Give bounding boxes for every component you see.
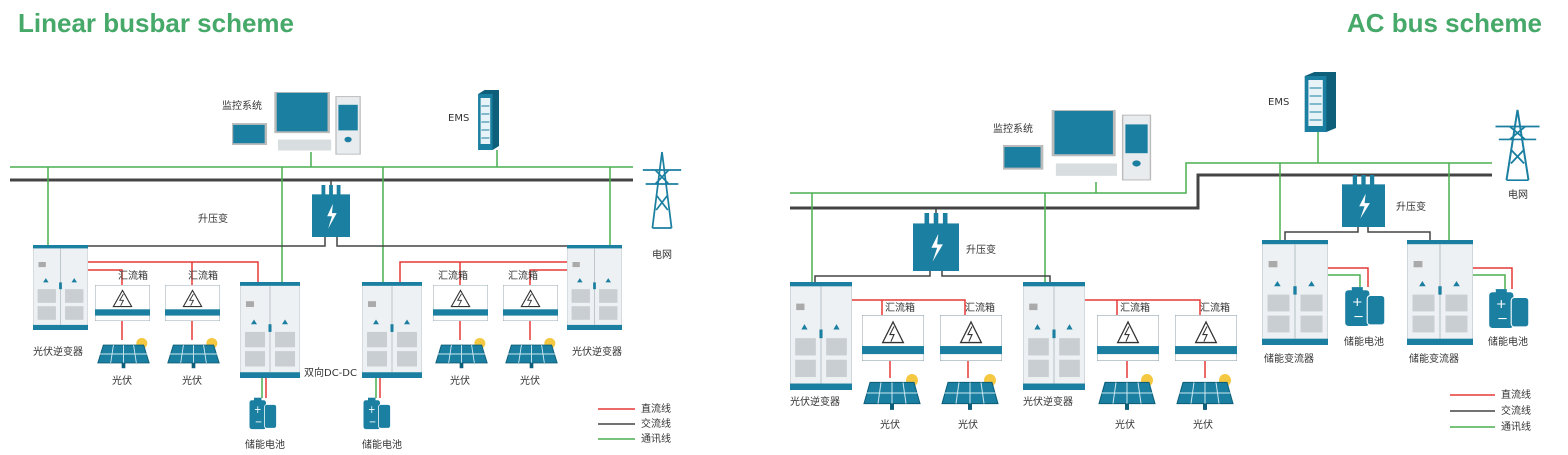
monitor-label: 监控系统	[222, 99, 262, 112]
transformer-label: 升压变	[1396, 200, 1426, 213]
transformer-icon	[312, 185, 350, 237]
combiner-box-icon	[862, 315, 924, 361]
pv-label: 光伏	[112, 374, 132, 387]
solar-panel-icon	[435, 338, 488, 369]
pcs-label: 储能变流器	[1409, 352, 1459, 365]
dc-lines	[852, 267, 1513, 378]
legend-dc: 直流线	[1501, 388, 1531, 401]
comm-bus	[790, 162, 1492, 194]
legend-ac: 交流线	[641, 417, 671, 430]
grid-label: 电网	[1508, 188, 1528, 201]
ac-bus	[790, 173, 1492, 210]
combiner-label: 汇流箱	[1200, 301, 1230, 314]
battery-comm	[1328, 274, 1506, 289]
combiner-label: 汇流箱	[438, 269, 468, 282]
pv-label: 光伏	[520, 374, 540, 387]
ems-server-icon	[477, 90, 499, 150]
monitoring-system-icon	[1003, 110, 1152, 182]
legend-comm: 通讯线	[1501, 420, 1531, 433]
pcs-icon	[1262, 240, 1328, 345]
grid-pylon-icon	[1494, 108, 1541, 182]
grid-label: 电网	[652, 248, 672, 261]
ac-bus-diagram: 监控系统 EMS 电网 升压变 升压变 光伏逆变器 光伏逆变器 汇流箱 汇流箱 …	[790, 72, 1541, 433]
battery-comm	[261, 378, 377, 398]
pv-label: 光伏	[182, 374, 202, 387]
combiner-label: 汇流箱	[188, 269, 218, 282]
transformer-icon	[913, 213, 959, 271]
ems-label: EMS	[1268, 97, 1289, 108]
combiner-box-icon	[503, 285, 558, 321]
linear-busbar-title: Linear busbar scheme	[18, 8, 294, 38]
dcdc-converter-icon	[362, 282, 422, 378]
ems-label: EMS	[448, 113, 469, 124]
transformer-label: 升压变	[198, 212, 228, 225]
solar-panel-icon	[505, 338, 558, 369]
solar-panel-icon	[167, 338, 220, 369]
pv-label: 光伏	[880, 418, 900, 431]
pv-label: 光伏	[450, 374, 470, 387]
solar-panel-icon	[863, 374, 921, 411]
battery-label: 储能电池	[362, 438, 402, 451]
battery-label: 储能电池	[1488, 335, 1528, 348]
legend: 直流线 交流线 通讯线	[598, 402, 671, 445]
battery-icon	[1344, 286, 1386, 327]
legend-dc: 直流线	[641, 402, 671, 415]
combiner-label: 汇流箱	[118, 269, 148, 282]
solar-panel-icon	[97, 338, 150, 369]
combiner-label: 汇流箱	[508, 269, 538, 282]
battery-label: 储能电池	[245, 438, 285, 451]
ac-feeders	[814, 175, 1431, 282]
battery-label: 储能电池	[1344, 335, 1384, 348]
solar-panel-icon	[1176, 374, 1234, 411]
pv-label: 光伏	[1193, 418, 1213, 431]
combiner-box-icon	[95, 285, 150, 321]
combiner-box-icon	[1175, 315, 1237, 361]
legend-comm: 通讯线	[641, 432, 671, 445]
transformer-label: 升压变	[966, 243, 996, 256]
combiner-box-icon	[433, 285, 488, 321]
legend: 直流线 交流线 通讯线	[1450, 388, 1531, 433]
grid-pylon-icon	[641, 151, 683, 229]
linear-busbar-diagram: 监控系统 EMS 电网 升压变 光伏逆变器 光伏逆变器 汇流箱 汇流箱 汇流箱 …	[10, 90, 683, 451]
battery-icon	[363, 397, 391, 430]
combiner-label: 汇流箱	[965, 301, 995, 314]
battery-icon	[1488, 288, 1530, 329]
pv-label: 光伏	[958, 418, 978, 431]
combiner-box-icon	[940, 315, 1002, 361]
pv-inverter-label: 光伏逆变器	[33, 345, 83, 358]
combiner-label: 汇流箱	[885, 301, 915, 314]
dc-lines	[88, 261, 567, 398]
comm-drops	[47, 150, 611, 282]
pv-inverter-label: 光伏逆变器	[572, 345, 622, 358]
ac-bus-title: AC bus scheme	[1346, 8, 1542, 38]
combiner-box-icon	[165, 285, 220, 321]
pv-inverter-icon	[33, 245, 88, 330]
combiner-label: 汇流箱	[1120, 301, 1150, 314]
pv-inverter-icon	[1023, 282, 1085, 390]
comm-drops	[811, 132, 1450, 282]
solar-panel-icon	[941, 374, 999, 411]
pcs-label: 储能变流器	[1264, 352, 1314, 365]
legend-ac: 交流线	[1501, 404, 1531, 417]
pv-inverter-label: 光伏逆变器	[1023, 395, 1073, 408]
monitor-label: 监控系统	[993, 122, 1033, 135]
transformer-icon	[1342, 175, 1385, 227]
combiner-box-icon	[1097, 315, 1159, 361]
pv-inverter-label: 光伏逆变器	[790, 395, 840, 408]
battery-icon	[249, 397, 277, 430]
dcdc-label: 双向DC-DC	[304, 366, 357, 379]
pcs-icon	[1407, 240, 1473, 345]
pv-inverter-icon	[567, 245, 622, 330]
dcdc-converter-icon	[240, 282, 300, 378]
pv-label: 光伏	[1115, 418, 1135, 431]
pv-inverter-icon	[790, 282, 852, 390]
solar-panel-icon	[1098, 374, 1156, 411]
ems-server-icon	[1304, 72, 1336, 132]
